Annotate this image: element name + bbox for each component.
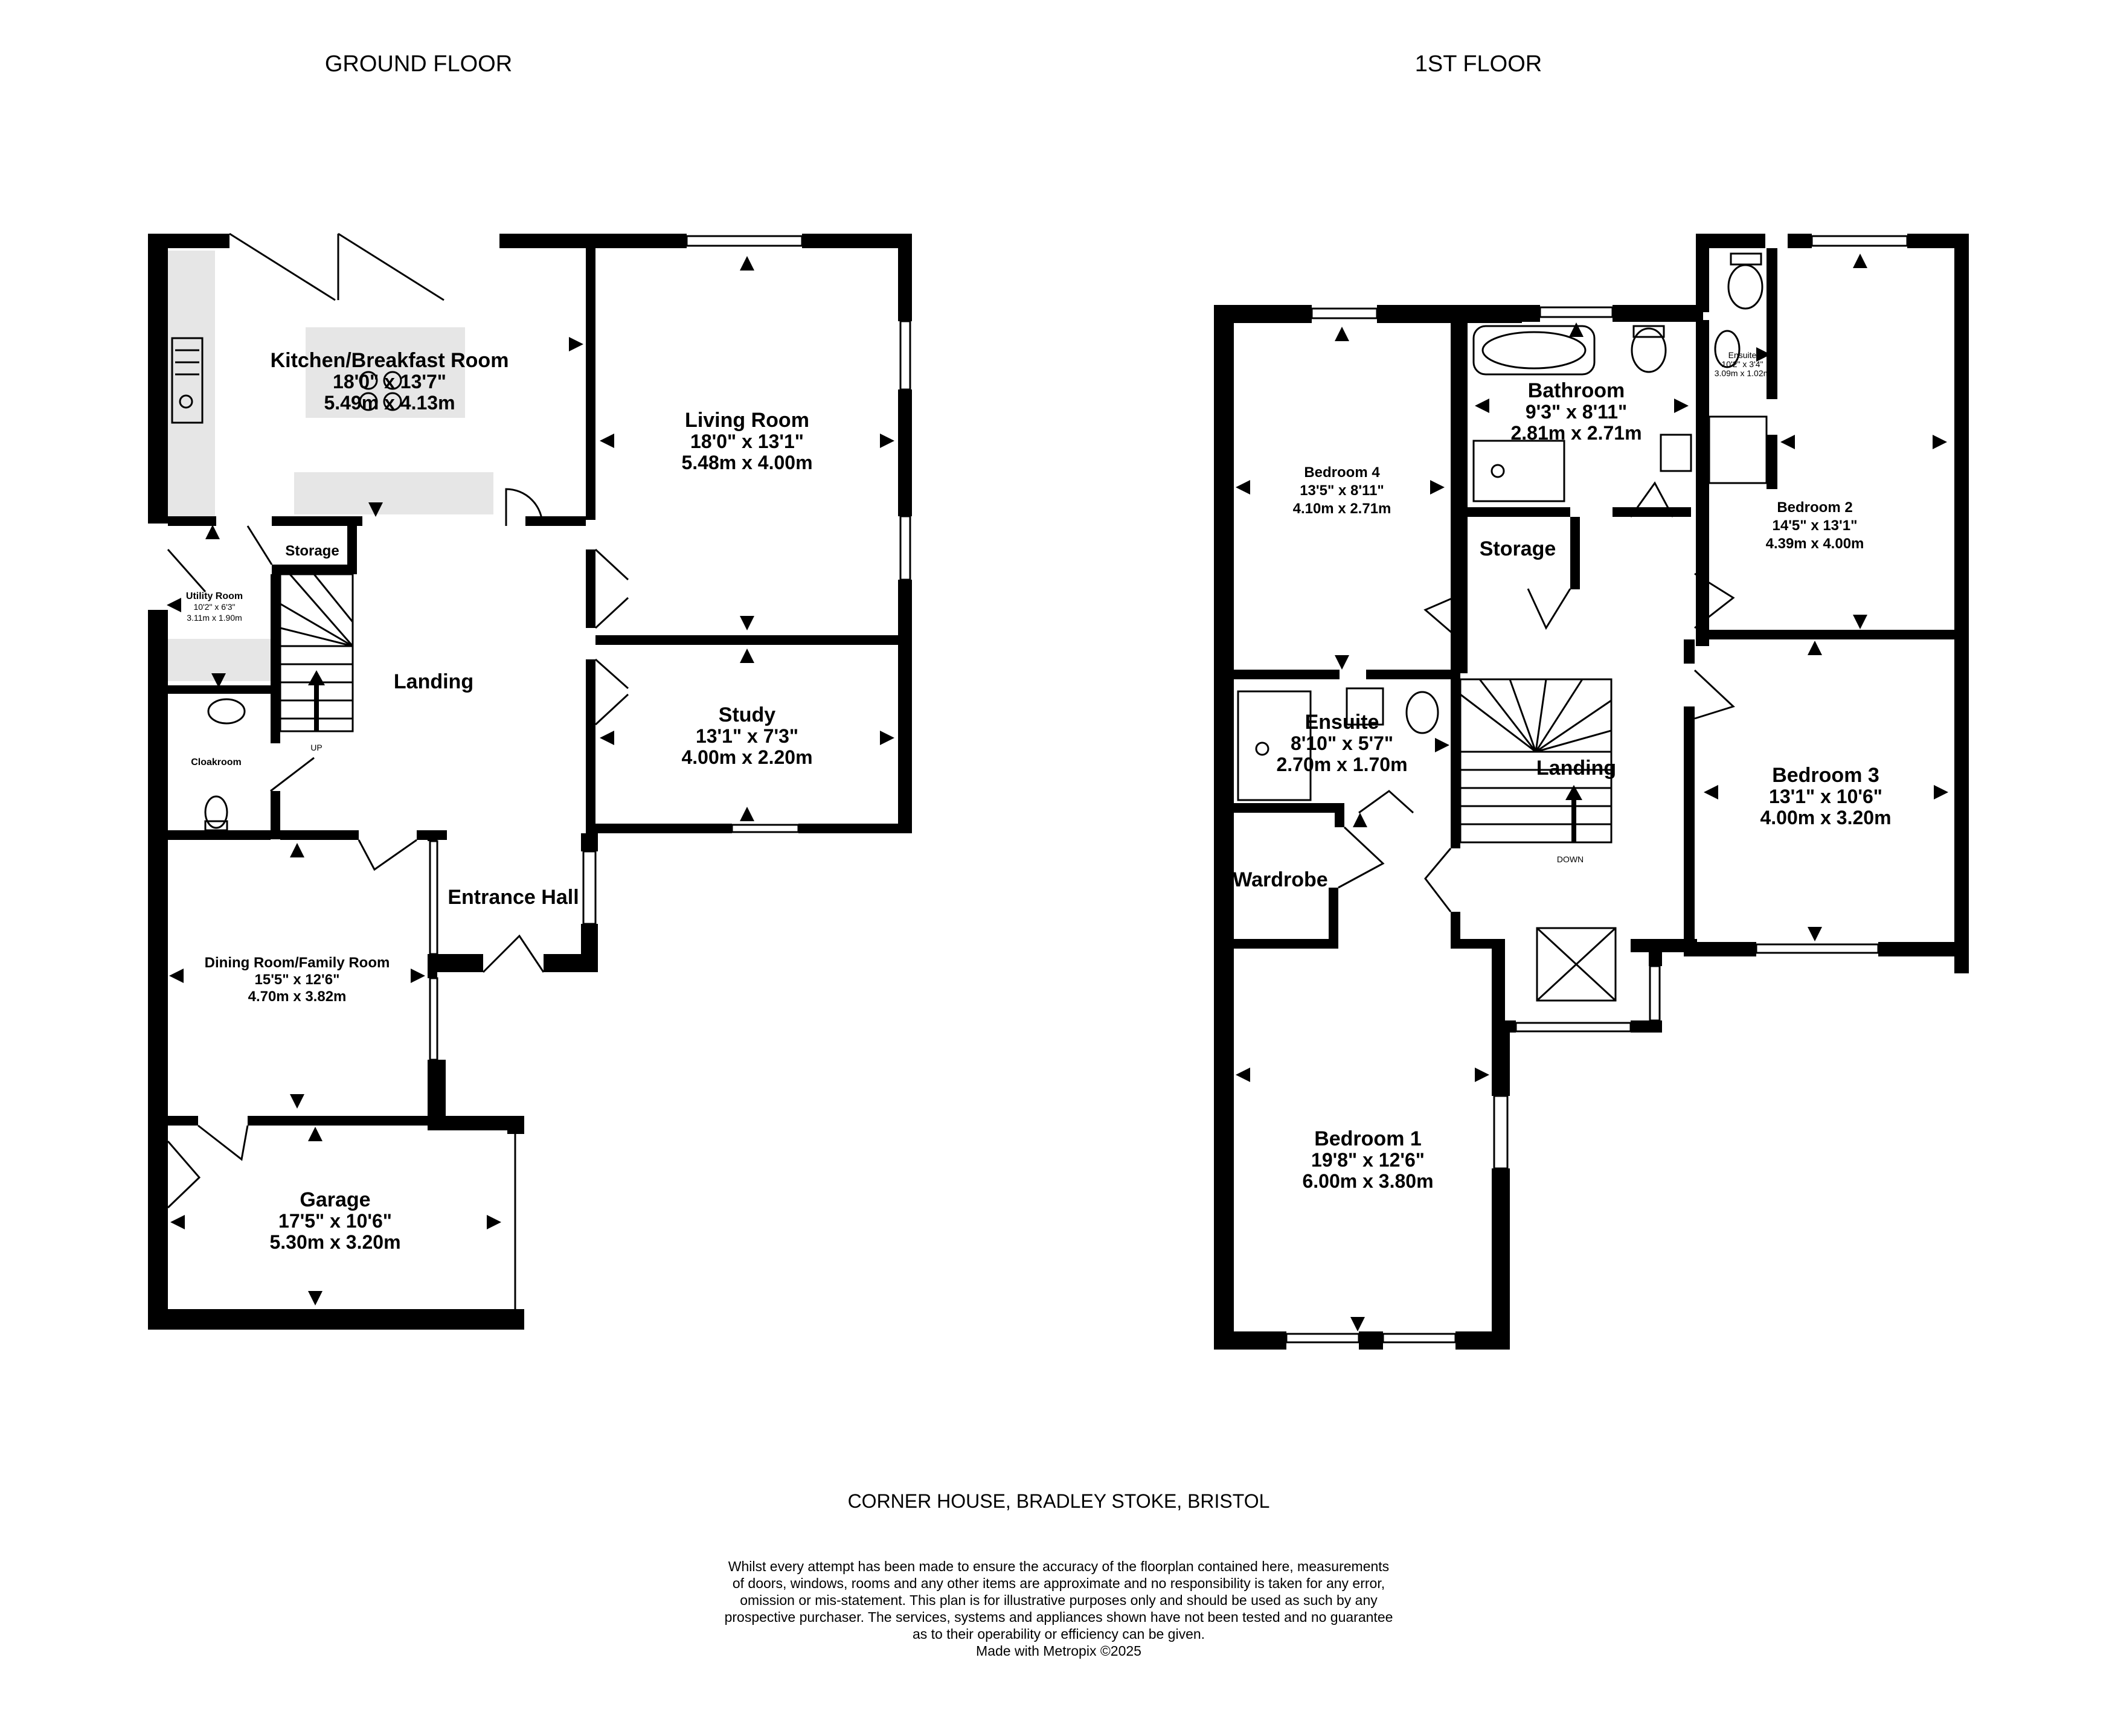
- ground-arrows: [167, 256, 894, 1305]
- kitchen-island: [306, 327, 465, 418]
- disclaimer-line-3: omission or mis-statement. This plan is …: [740, 1592, 1378, 1608]
- first-windows: [1285, 235, 1908, 1344]
- dining-metric: 4.70m x 3.82m: [248, 988, 347, 1005]
- bedroom1-imperial: 19'8" x 12'6": [1311, 1149, 1425, 1171]
- bedroom2-metric: 4.39m x 4.00m: [1766, 536, 1864, 552]
- entrance-hall-name: Entrance Hall: [448, 886, 579, 909]
- bedroom4-name: Bedroom 4: [1304, 464, 1380, 481]
- stairs-up-label: UP: [310, 743, 322, 752]
- dining-label: Dining Room/Family Room 15'5" x 12'6" 4.…: [205, 955, 390, 1005]
- ground-windows: [429, 235, 911, 1309]
- study-label: Study 13'1" x 7'3" 4.00m x 2.20m: [681, 703, 812, 768]
- disclaimer-line-5: as to their operability or efficiency ca…: [913, 1626, 1205, 1642]
- footer: CORNER HOUSE, BRADLEY STOKE, BRISTOL Whi…: [725, 1490, 1393, 1659]
- bedroom3-metric: 4.00m x 3.20m: [1760, 807, 1891, 828]
- first-floor: 1ST FLOOR: [1214, 51, 1969, 1350]
- living-label: Living Room 18'0" x 13'1" 5.48m x 4.00m: [681, 409, 812, 473]
- bathroom-label: Bathroom 9'3" x 8'11" 2.81m x 2.71m: [1510, 379, 1641, 444]
- ground-stairs: [279, 573, 354, 732]
- ground-doors: [167, 232, 629, 1209]
- bedroom4-metric: 4.10m x 2.71m: [1293, 501, 1391, 517]
- ground-floor-title: GROUND FLOOR: [325, 51, 512, 77]
- bedroom3-name: Bedroom 3: [1772, 764, 1879, 787]
- garage-imperial: 17'5" x 10'6": [278, 1210, 392, 1232]
- first-stairs: [1459, 678, 1617, 1002]
- kitchen-counter-left: [168, 251, 215, 516]
- disclaimer-line-4: prospective purchaser. The services, sys…: [725, 1609, 1393, 1625]
- cloakroom-name: Cloakroom: [191, 757, 242, 767]
- dining-name: Dining Room/Family Room: [205, 955, 390, 971]
- bedroom2-name: Bedroom 2: [1777, 499, 1852, 516]
- utility-label: Utility Room 10'2" x 6'3" 3.11m x 1.90m: [186, 591, 243, 623]
- ground-fixtures: [171, 337, 402, 831]
- ensuite2-name: Ensuite: [1728, 350, 1757, 360]
- storage-ground-name: Storage: [285, 543, 339, 559]
- landing-first-name: Landing: [1536, 757, 1616, 780]
- first-arrows: [1236, 254, 1948, 1331]
- ensuite2-metric: 3.09m x 1.02m: [1715, 368, 1771, 378]
- first-floor-title: 1ST FLOOR: [1415, 51, 1542, 77]
- bedroom2-imperial: 14'5" x 13'1": [1773, 517, 1858, 534]
- study-metric: 4.00m x 2.20m: [681, 746, 812, 768]
- ground-floor: GROUND FLOOR: [148, 51, 912, 1330]
- garage-label: Garage 17'5" x 10'6" 5.30m x 3.20m: [269, 1188, 400, 1253]
- first-fixtures: [1237, 252, 1768, 801]
- bedroom3-imperial: 13'1" x 10'6": [1769, 786, 1882, 807]
- property-address: CORNER HOUSE, BRADLEY STOKE, BRISTOL: [848, 1490, 1270, 1512]
- bathroom-name: Bathroom: [1528, 379, 1625, 402]
- garage-name: Garage: [300, 1188, 370, 1211]
- utility-name: Utility Room: [186, 591, 243, 601]
- stairs-down-label: DOWN: [1557, 854, 1584, 864]
- utility-imperial: 10'2" x 6'3": [194, 602, 236, 612]
- disclaimer-line-2: of doors, windows, rooms and any other i…: [733, 1575, 1385, 1591]
- bedroom2-label: Bedroom 2 14'5" x 13'1" 4.39m x 4.00m: [1766, 499, 1864, 552]
- ensuite2-label: Ensuite 10'2" x 3'4" 3.09m x 1.02m: [1715, 350, 1771, 378]
- garage-metric: 5.30m x 3.20m: [269, 1231, 400, 1253]
- disclaimer-credit: Made with Metropix ©2025: [976, 1643, 1141, 1659]
- ensuite1-metric: 2.70m x 1.70m: [1276, 754, 1407, 775]
- first-walls: [1214, 234, 1969, 1350]
- kitchen-label: Kitchen/Breakfast Room 18'0" x 13'7" 5.4…: [271, 349, 509, 414]
- ensuite1-label: Ensuite 8'10" x 5'7" 2.70m x 1.70m: [1276, 711, 1407, 775]
- bedroom1-name: Bedroom 1: [1314, 1127, 1422, 1150]
- living-name: Living Room: [685, 409, 809, 432]
- study-name: Study: [719, 703, 776, 726]
- bedroom3-label: Bedroom 3 13'1" x 10'6" 4.00m x 3.20m: [1760, 764, 1891, 828]
- bathroom-imperial: 9'3" x 8'11": [1526, 401, 1627, 423]
- living-imperial: 18'0" x 13'1": [690, 431, 804, 452]
- ensuite1-imperial: 8'10" x 5'7": [1291, 732, 1393, 754]
- ensuite1-name: Ensuite: [1305, 711, 1379, 734]
- study-imperial: 13'1" x 7'3": [696, 725, 798, 747]
- first-doors: [1338, 481, 1735, 912]
- bedroom4-label: Bedroom 4 13'5" x 8'11" 4.10m x 2.71m: [1293, 464, 1391, 517]
- living-metric: 5.48m x 4.00m: [681, 452, 812, 473]
- kitchen-metric: 5.49m x 4.13m: [324, 392, 455, 414]
- storage-first-name: Storage: [1480, 537, 1556, 560]
- utility-metric: 3.11m x 1.90m: [187, 613, 242, 623]
- ground-walls: [148, 234, 912, 1330]
- bedroom1-label: Bedroom 1 19'8" x 12'6" 6.00m x 3.80m: [1302, 1127, 1433, 1192]
- landing-ground-name: Landing: [394, 670, 473, 693]
- bathroom-metric: 2.81m x 2.71m: [1510, 422, 1641, 444]
- ensuite2-imperial: 10'2" x 3'4": [1722, 359, 1763, 369]
- bedroom4-imperial: 13'5" x 8'11": [1300, 482, 1384, 499]
- wardrobe-name: Wardrobe: [1233, 868, 1327, 891]
- kitchen-name: Kitchen/Breakfast Room: [271, 349, 509, 372]
- kitchen-counter-bottom: [294, 472, 493, 514]
- bedroom1-metric: 6.00m x 3.80m: [1302, 1170, 1433, 1192]
- kitchen-imperial: 18'0" x 13'7": [333, 371, 446, 392]
- disclaimer-line-1: Whilst every attempt has been made to en…: [728, 1558, 1389, 1574]
- dining-imperial: 15'5" x 12'6": [255, 972, 340, 988]
